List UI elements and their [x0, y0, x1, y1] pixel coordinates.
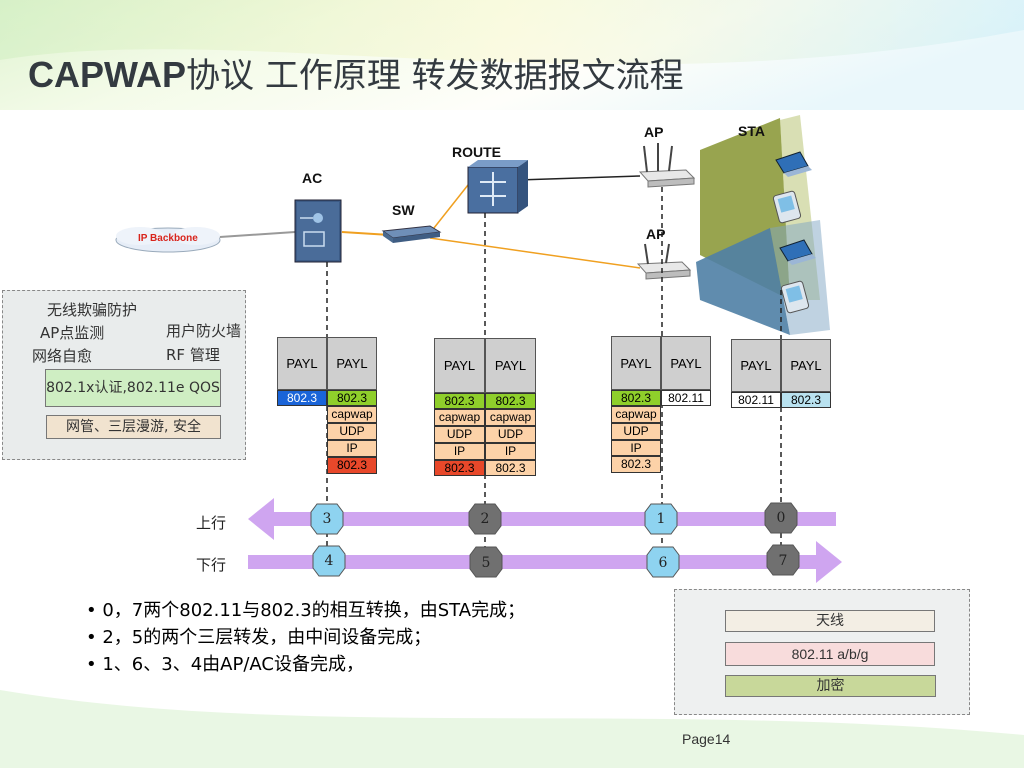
- svg-text:6: 6: [659, 555, 668, 571]
- node-down-5: 5: [469, 546, 503, 578]
- sta-left-payl: PAYL: [731, 339, 781, 392]
- ac-right-8023-outer: 802.3: [327, 457, 377, 474]
- ip-backbone-cloud: [115, 227, 221, 253]
- bullet-item: • 2，5的两个三层转发，由中间设备完成；: [86, 627, 432, 648]
- title-sub: 协议 工作原理 转发数据报文流程: [186, 56, 684, 96]
- route-right-payl: PAYL: [485, 338, 536, 393]
- ap-left-8023-outer: 802.3: [611, 456, 661, 473]
- svg-text:0: 0: [777, 510, 786, 526]
- route-left-udp: UDP: [434, 426, 485, 443]
- ap-right-80211: 802.11: [661, 390, 711, 406]
- ap-left-payl: PAYL: [611, 336, 661, 390]
- mgmt-box: 网管、三层漫游, 安全: [46, 415, 221, 439]
- svg-text:2: 2: [481, 511, 490, 527]
- ap-left-capwap: capwap: [611, 406, 661, 423]
- sta-label: STA: [738, 123, 765, 139]
- svg-text:7: 7: [779, 553, 788, 569]
- uplink-arrow: [248, 498, 836, 540]
- route-label: ROUTE: [452, 144, 501, 160]
- ac-label: AC: [302, 170, 323, 186]
- ac-right-8023: 802.3: [327, 390, 377, 406]
- ap-bottom-icon: [636, 243, 692, 280]
- qos-box: 802.1x认证,802.11e QOS: [45, 369, 221, 407]
- ac-left-payl: PAYL: [277, 337, 327, 390]
- ac-right-ip: IP: [327, 440, 377, 457]
- bullet-list: • 0，7两个802.11与802.3的相互转换，由STA完成； • 2，5的两…: [86, 597, 525, 678]
- route-left-payl: PAYL: [434, 338, 485, 393]
- route-left-capwap: capwap: [434, 409, 485, 426]
- route-right-8023-outer: 802.3: [485, 460, 536, 476]
- route-left-8023: 802.3: [434, 393, 485, 409]
- encrypt-box: 加密: [725, 675, 936, 697]
- route-right-capwap: capwap: [485, 409, 536, 426]
- svg-text:5: 5: [482, 555, 491, 571]
- ap-left-8023: 802.3: [611, 390, 661, 406]
- page-number: Page14: [682, 731, 731, 747]
- node-up-2: 2: [468, 503, 502, 535]
- ap-top-icon: [638, 143, 696, 188]
- page-title: CAPWAP协议 工作原理 转发数据报文流程: [28, 48, 684, 97]
- node-up-1: 1: [644, 503, 678, 535]
- node-down-4: 4: [312, 545, 346, 577]
- sta-left-80211: 802.11: [731, 392, 781, 408]
- ac-right-payl: PAYL: [327, 337, 377, 390]
- laptop-icon: [775, 151, 812, 177]
- ac-right-udp: UDP: [327, 423, 377, 440]
- ap-left-ip: IP: [611, 440, 661, 456]
- ip-backbone-label: IP Backbone: [138, 233, 198, 244]
- bullet-item: • 0，7两个802.11与802.3的相互转换，由STA完成；: [86, 600, 526, 621]
- ap-left-udp: UDP: [611, 423, 661, 440]
- note-ap-monitor: AP点监测: [40, 324, 105, 342]
- ac-right-capwap: capwap: [327, 406, 377, 423]
- bullet-item: • 1、6、3、4由AP/AC设备完成，: [86, 654, 364, 675]
- note-firewall: 用户防火墙: [166, 322, 242, 340]
- node-down-6: 6: [646, 546, 680, 578]
- uplink-label: 上行: [196, 514, 227, 532]
- route-right-8023: 802.3: [485, 393, 536, 409]
- note-wireless-spoof: 无线欺骗防护: [47, 301, 138, 319]
- route-left-8023-outer: 802.3: [434, 460, 485, 476]
- node-down-7: 7: [766, 544, 800, 576]
- ap-right-payl: PAYL: [661, 336, 711, 390]
- title-main: CAPWAP: [28, 54, 187, 95]
- route-right-ip: IP: [485, 443, 536, 460]
- downlink-label: 下行: [196, 556, 227, 574]
- ap-bottom-label: AP: [646, 226, 666, 242]
- pda-icon: [780, 280, 810, 314]
- route-left-ip: IP: [434, 443, 485, 460]
- pda-icon: [772, 190, 802, 224]
- svg-text:1: 1: [657, 511, 666, 527]
- svg-text:3: 3: [323, 511, 332, 527]
- note-rf-mgmt: RF 管理: [166, 346, 220, 364]
- ac-controller-icon: [294, 199, 342, 263]
- switch-icon: [381, 225, 442, 243]
- router-icon: [467, 160, 528, 214]
- antenna-box: 天线: [725, 610, 935, 632]
- note-self-heal: 网络自愈: [32, 347, 93, 365]
- standard-box: 802.11 a/b/g: [725, 642, 935, 666]
- node-up-3: 3: [310, 503, 344, 535]
- sta-right-payl: PAYL: [781, 339, 831, 392]
- route-right-udp: UDP: [485, 426, 536, 443]
- node-up-0: 0: [764, 502, 798, 534]
- svg-text:4: 4: [325, 553, 334, 569]
- ap-top-label: AP: [644, 124, 664, 140]
- laptop-icon: [779, 239, 816, 265]
- sw-label: SW: [392, 202, 415, 218]
- ac-left-8023: 802.3: [277, 390, 327, 406]
- sta-right-8023: 802.3: [781, 392, 831, 408]
